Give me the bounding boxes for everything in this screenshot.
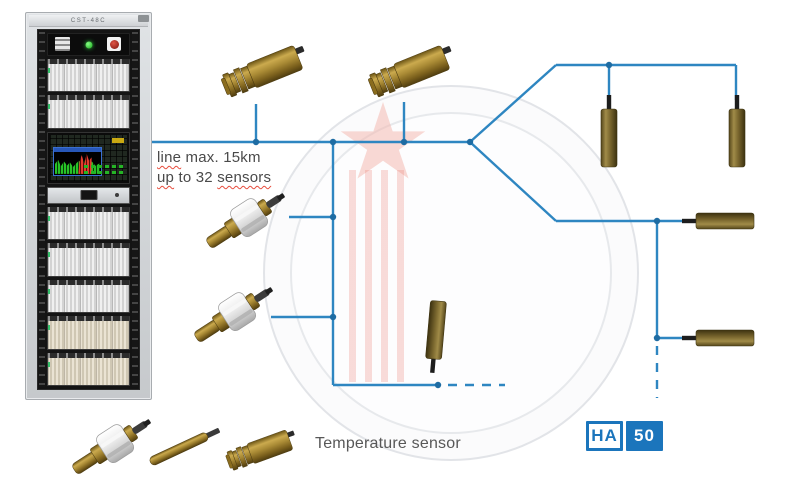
rod-sensor bbox=[600, 94, 618, 168]
rack-drawer-panel bbox=[47, 186, 130, 204]
rack-module-row bbox=[47, 243, 130, 277]
rack-module-row bbox=[47, 316, 130, 350]
channel-readout-text bbox=[84, 164, 124, 174]
rack-module-row bbox=[47, 206, 130, 241]
junction-node bbox=[605, 61, 613, 69]
rack-cabinet bbox=[37, 29, 140, 390]
probe-sensor bbox=[148, 425, 222, 467]
rack-module-row bbox=[47, 279, 130, 314]
junction-node bbox=[653, 334, 661, 342]
drawer-lock-icon bbox=[115, 193, 119, 198]
rack-module-row bbox=[47, 352, 130, 386]
rack-module-row bbox=[47, 59, 130, 93]
status-matrix-screen bbox=[50, 134, 127, 181]
haso-logo-left: HA bbox=[586, 421, 623, 451]
junction-node bbox=[252, 138, 260, 146]
annotation: line max. 15km up to 32 sensors bbox=[157, 148, 271, 188]
server-rack: CST-48C bbox=[25, 12, 152, 400]
haso-logo: HA 50 bbox=[586, 421, 663, 451]
watermark-circle-inner bbox=[290, 112, 612, 434]
connector-sensor bbox=[219, 41, 311, 100]
rack-top-bar: CST-48C bbox=[29, 15, 148, 27]
rack-display-unit bbox=[47, 131, 130, 184]
watermark-stripes bbox=[349, 170, 411, 382]
rack-module-row bbox=[47, 95, 130, 129]
vendor-logo-icon bbox=[107, 37, 121, 51]
haso-logo-right: 50 bbox=[626, 421, 663, 451]
hex-sensor bbox=[65, 407, 160, 484]
alarm-badge-icon bbox=[112, 137, 124, 143]
graph-title-bar bbox=[54, 147, 101, 152]
rod-sensor bbox=[728, 94, 746, 168]
annotation-line: line max. 15km bbox=[157, 149, 261, 166]
rack-rail-right bbox=[132, 32, 138, 387]
rod-sensor bbox=[681, 329, 755, 347]
rack-model-label: CST-48C bbox=[70, 17, 107, 24]
annotation-line: up to 32 sensors bbox=[157, 169, 272, 186]
rack-rows bbox=[47, 33, 130, 386]
rack-brand-badge bbox=[138, 15, 149, 22]
rod-sensor bbox=[681, 212, 755, 230]
indicator-block-icon bbox=[55, 37, 70, 51]
connector-sensor bbox=[224, 427, 300, 473]
rack-rail-left bbox=[39, 32, 45, 387]
junction-node bbox=[653, 217, 661, 225]
power-led-icon bbox=[85, 41, 92, 48]
legend-label: Temperature sensor bbox=[315, 435, 461, 452]
rack-indicator-panel bbox=[47, 33, 130, 56]
drawer-button[interactable] bbox=[80, 190, 97, 201]
